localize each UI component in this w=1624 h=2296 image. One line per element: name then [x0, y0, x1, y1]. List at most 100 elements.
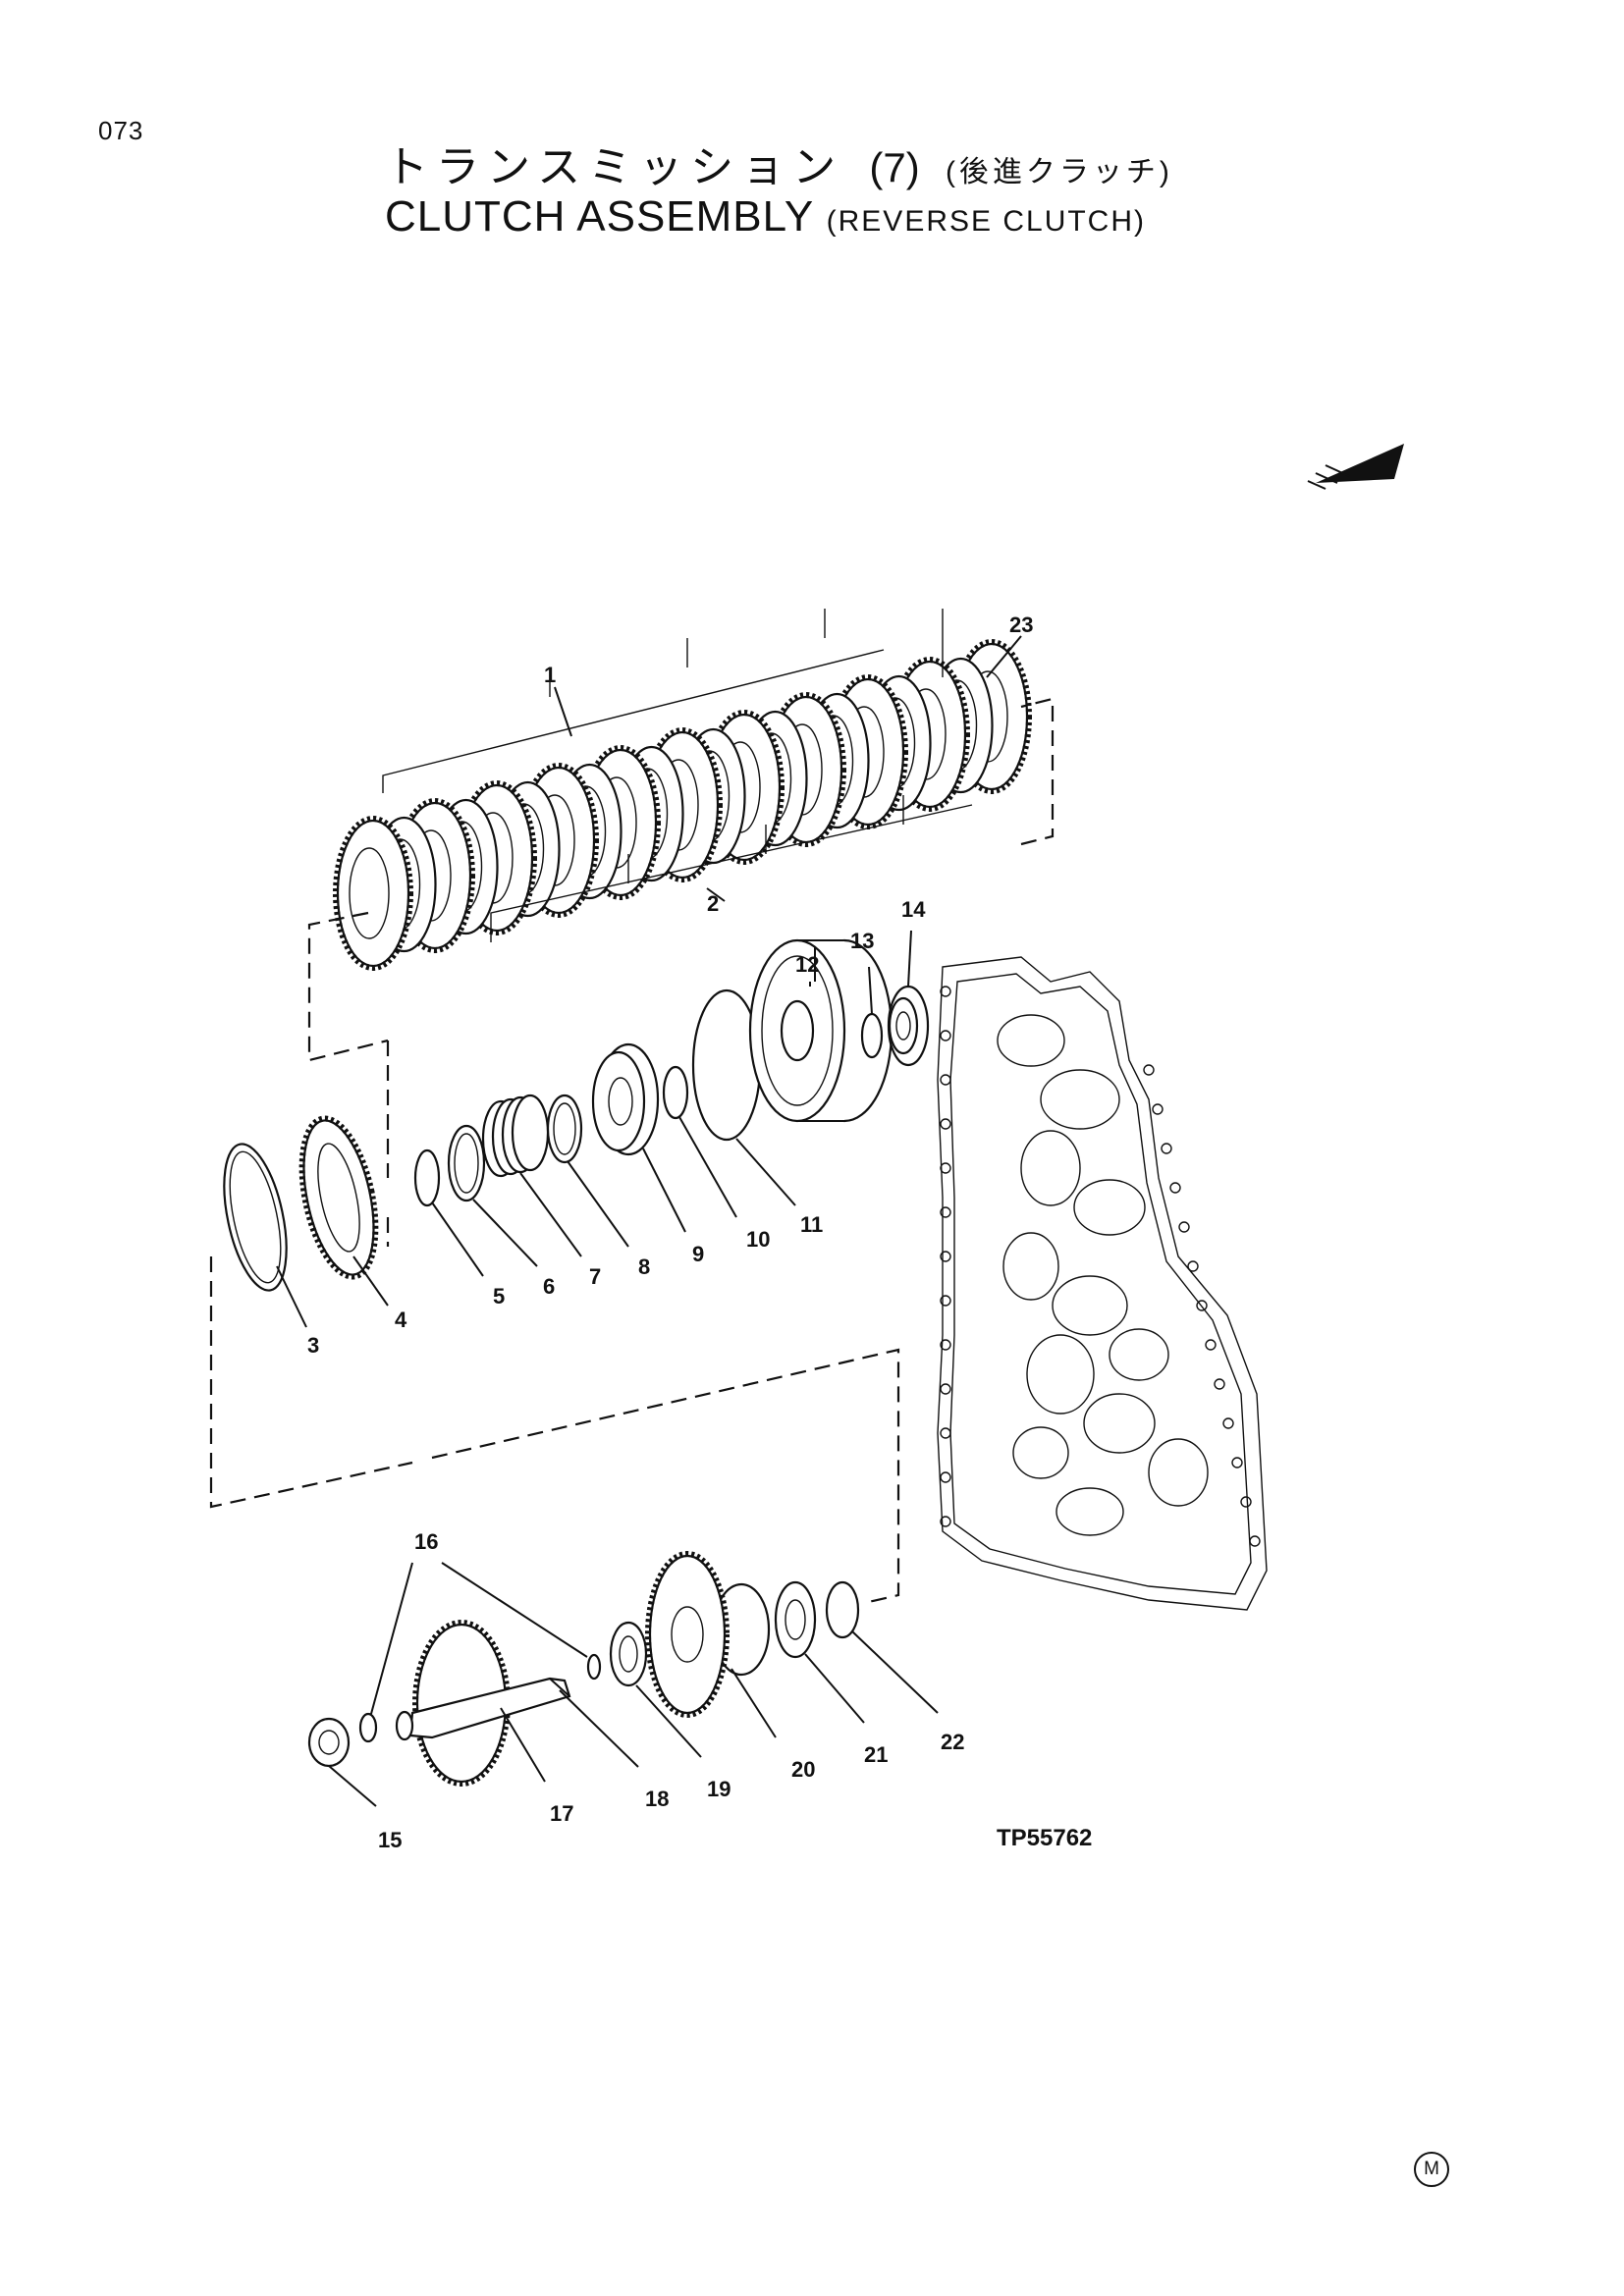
- part-16-ring-a: [358, 1712, 378, 1743]
- housing-bore: [997, 1014, 1065, 1067]
- part-20-gear: [645, 1551, 771, 1718]
- part-21-bearing: [774, 1580, 817, 1659]
- callout-20: 20: [791, 1757, 815, 1782]
- callout-23: 23: [1009, 613, 1033, 637]
- title-japanese: トランスミッション (7) (後進クラッチ): [385, 132, 1173, 194]
- page-number: 073: [98, 116, 144, 145]
- callout-10: 10: [746, 1227, 770, 1252]
- bolt-hole: [1161, 1143, 1172, 1154]
- bolt-hole: [1169, 1182, 1181, 1194]
- callout-6: 6: [543, 1274, 555, 1299]
- bolt-hole: [940, 1383, 951, 1395]
- housing-bore: [1083, 1393, 1156, 1454]
- callout-19: 19: [707, 1777, 731, 1801]
- middle-parts-row: [223, 938, 930, 1292]
- callout-4: 4: [395, 1308, 407, 1332]
- callout-13: 13: [850, 929, 874, 953]
- part-8-ring: [546, 1094, 583, 1164]
- callout-5: 5: [493, 1284, 505, 1308]
- part-12-clutch-drum: [748, 938, 893, 1123]
- title-jp-main: トランスミッション: [385, 143, 844, 191]
- bolt-hole: [940, 1516, 951, 1527]
- direction-arrow-icon: [1307, 444, 1404, 490]
- lower-shaft-assembly: [307, 1551, 860, 1787]
- callout-2: 2: [707, 891, 719, 916]
- housing-bore: [1148, 1438, 1209, 1507]
- part-5-ring: [413, 1148, 441, 1207]
- bolt-hole: [1214, 1378, 1225, 1390]
- callout-14: 14: [901, 897, 926, 922]
- callout-18: 18: [645, 1787, 669, 1811]
- callout-12: 12: [795, 952, 819, 977]
- bolt-hole: [1178, 1221, 1190, 1233]
- part-16-ring-b: [586, 1653, 602, 1681]
- part-10-o-ring: [662, 1065, 689, 1120]
- bolt-hole: [940, 1118, 951, 1130]
- bolt-hole: [940, 1339, 951, 1351]
- housing-bore: [1020, 1130, 1081, 1206]
- callout-1: 1: [544, 663, 556, 687]
- part-15-bearing: [307, 1717, 351, 1768]
- transmission-housing: [937, 956, 1268, 1611]
- part-13-snap-ring: [860, 1012, 884, 1059]
- assembly-guide-lines: [209, 697, 1055, 1605]
- housing-bore: [1073, 1179, 1146, 1236]
- housing-bore: [1109, 1328, 1169, 1381]
- corner-mark-icon: M: [1414, 2152, 1449, 2187]
- housing-bore: [1002, 1232, 1059, 1301]
- bolt-hole: [940, 1162, 951, 1174]
- callout-3: 3: [307, 1333, 319, 1358]
- disc-teeth: [766, 692, 846, 847]
- callout-8: 8: [638, 1255, 650, 1279]
- disc-teeth: [580, 745, 661, 900]
- disc-teeth: [704, 710, 785, 865]
- housing-bore: [1056, 1487, 1124, 1536]
- part-3-snap-ring: [223, 1143, 288, 1292]
- housing-bore: [1026, 1334, 1095, 1415]
- clutch-disc-stack: [333, 609, 1032, 971]
- bolt-hole: [940, 1074, 951, 1086]
- bolt-hole: [940, 1471, 951, 1483]
- drawing-code: TP55762: [997, 1825, 1092, 1851]
- housing-bore: [1012, 1426, 1069, 1479]
- bolt-hole: [1249, 1535, 1261, 1547]
- leader-lines: [276, 635, 1022, 1807]
- callout-7: 7: [589, 1264, 601, 1289]
- bolt-hole: [940, 986, 951, 997]
- housing-bore: [1052, 1275, 1128, 1336]
- bolt-hole: [940, 1206, 951, 1218]
- part-7-spring: [481, 1094, 550, 1178]
- bolt-hole: [1152, 1103, 1164, 1115]
- bolt-hole: [940, 1427, 951, 1439]
- callout-17: 17: [550, 1801, 573, 1826]
- bolt-hole: [1187, 1260, 1199, 1272]
- part-17-gear-shaft: [395, 1620, 571, 1787]
- bolt-hole: [1240, 1496, 1252, 1508]
- title-english: CLUTCH ASSEMBLY (REVERSE CLUTCH): [385, 192, 1146, 241]
- housing-bore: [1040, 1069, 1120, 1130]
- callout-9: 9: [692, 1242, 704, 1266]
- title-jp-sub: (後進クラッチ): [945, 156, 1173, 188]
- callout-labels: 1 2 3 4 5 6 7 8 9 10 11 12 13 14 15 16 1…: [307, 613, 1033, 1852]
- disc-bore: [349, 847, 390, 939]
- bolt-hole: [1231, 1457, 1243, 1468]
- callout-22: 22: [941, 1730, 964, 1754]
- bolt-hole: [940, 1030, 951, 1041]
- disc-teeth: [395, 798, 475, 953]
- part-19-bearing: [609, 1621, 648, 1687]
- part-14-bearing: [887, 985, 930, 1067]
- bolt-hole: [1205, 1339, 1217, 1351]
- bolt-hole: [1222, 1417, 1234, 1429]
- title-en-sub: (REVERSE CLUTCH): [826, 205, 1147, 238]
- callout-21: 21: [864, 1742, 888, 1767]
- bolt-hole: [940, 1251, 951, 1262]
- title-jp-number: (7): [869, 144, 920, 190]
- title-en-main: CLUTCH ASSEMBLY: [385, 192, 814, 240]
- disc-teeth: [828, 674, 908, 829]
- bolt-hole: [1143, 1064, 1155, 1076]
- disc-teeth: [457, 780, 537, 935]
- disc-teeth: [890, 657, 970, 812]
- callout-15: 15: [378, 1828, 402, 1852]
- part-22-snap-ring: [825, 1580, 860, 1639]
